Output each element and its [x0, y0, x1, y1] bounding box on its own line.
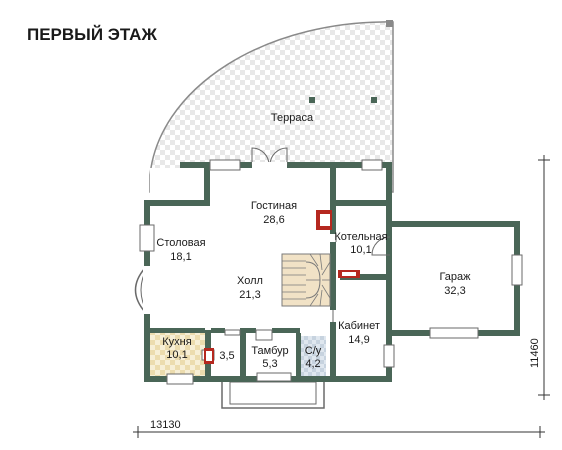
fireplaces: [204, 210, 360, 364]
kitchen-label: Кухня: [162, 336, 191, 348]
study-area: 14,9: [348, 334, 369, 346]
windows: [134, 159, 523, 385]
width-dimension: 13130: [133, 419, 545, 438]
pantry-area: 3,5: [219, 350, 234, 362]
boiler-room-area: 10,1: [350, 244, 371, 256]
width-dimension-value: 13130: [150, 419, 181, 431]
study-label: Кабинет: [338, 320, 380, 332]
garage-area: 32,3: [444, 285, 465, 297]
vestibule-label: Тамбур: [251, 345, 288, 357]
dining-room-area: 18,1: [170, 251, 191, 263]
height-dimension: 11460: [529, 155, 550, 400]
living-room-label: Гостиная: [251, 200, 297, 212]
dining-room-label: Столовая: [156, 237, 205, 249]
page-title: ПЕРВЫЙ ЭТАЖ: [27, 25, 157, 44]
hall-label: Холл: [237, 275, 263, 287]
vestibule-area: 5,3: [262, 358, 277, 370]
kitchen-area: 10,1: [166, 349, 187, 361]
living-room-area: 28,6: [263, 214, 284, 226]
hall-area: 21,3: [239, 289, 260, 301]
porch: [221, 377, 325, 409]
wc-label: С/у: [305, 345, 322, 357]
wc-area: 4,2: [305, 358, 320, 370]
terrace-label: Терраса: [271, 112, 314, 124]
staircase: [281, 253, 331, 307]
terrace: [149, 20, 394, 193]
boiler-room-label: Котельная: [334, 231, 387, 243]
garage-label: Гараж: [439, 271, 471, 283]
height-dimension-value: 11460: [529, 338, 541, 368]
